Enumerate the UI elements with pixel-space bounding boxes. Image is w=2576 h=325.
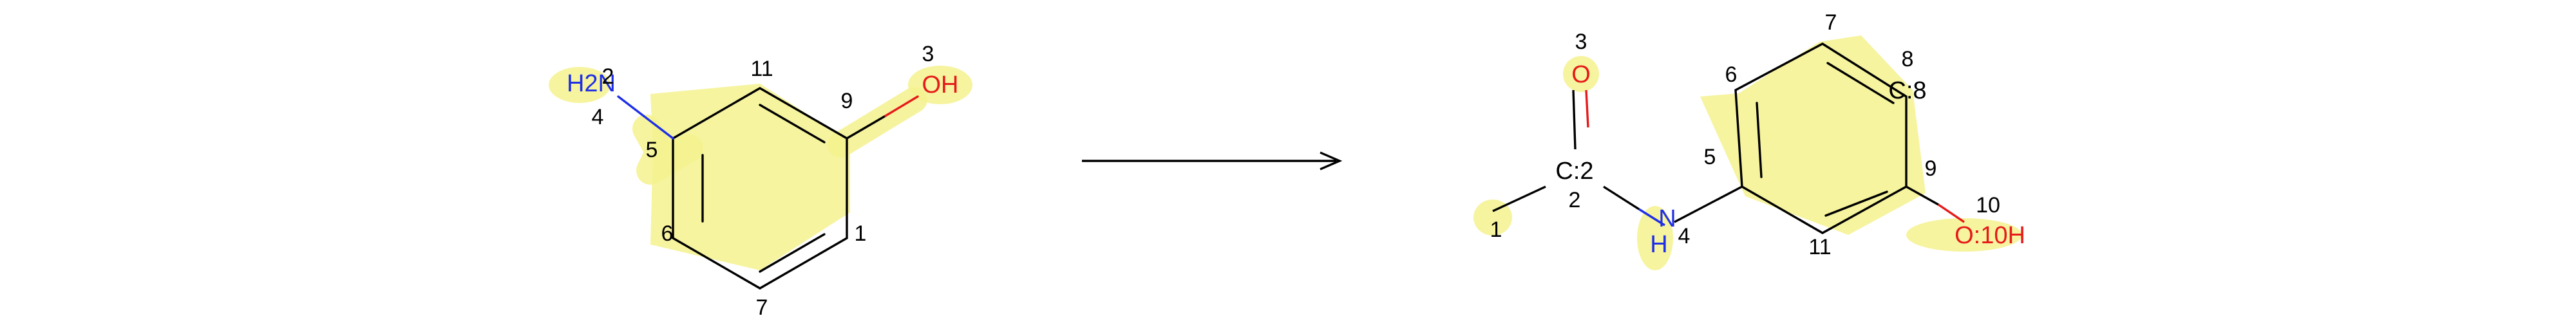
product-cn-bond-black [1603,185,1640,210]
reactant-index-c-oh: 9 [841,89,853,113]
reactant-ring-double-bond-bottom [759,233,826,273]
reaction-arrow-head [1320,151,1343,171]
product-hydroxyl-highlight [1906,218,2022,252]
product-cn-bond-blue [1638,208,1665,227]
reactant-index-c1: 1 [855,221,867,246]
product-index-c11: 11 [1808,235,1831,259]
product-molecule: O C:2 N H C:8 O:10H 3 1 2 4 5 6 7 8 9 10… [1473,10,2025,270]
reactant-index-o: 3 [922,42,934,66]
reactant-molecule: H2N OH 2 4 5 11 9 3 1 7 6 [549,42,972,320]
reactant-index-c-top: 11 [750,57,773,81]
reactant-oh-highlight [908,66,972,104]
reactant-amine-highlight [549,67,611,103]
product-ring-c8-label: C:8 [1888,77,1926,104]
reactant-index-c6: 6 [661,221,674,246]
reactant-hydroxyl-label: OH [922,71,959,98]
product-index-o3: 3 [1575,30,1587,54]
product-index-n4: 4 [1678,224,1690,248]
reactant-index-n: 4 [592,105,604,129]
reactant-highlight [549,66,972,270]
reactant-index-c7: 7 [756,295,768,320]
product-index-o10: 10 [1976,193,2000,218]
reactant-ring-highlight [650,84,850,270]
product-carbonyl-bond-left [1572,89,1577,150]
reactant-index-h2: 2 [602,64,614,89]
product-index-c5: 5 [1704,145,1716,169]
reactant-c-o-bond-red [884,95,919,117]
product-ring-highlight [1700,35,1926,235]
reaction-arrow [1082,151,1343,171]
product-index-c2: 2 [1569,188,1581,212]
product-ring-double-bond-left [1756,102,1763,178]
reactant-ring-double-bond-top [759,104,826,144]
product-ring-double-bond-top [1826,62,1895,104]
product-amide-h-label: H [1650,231,1667,258]
product-carbonyl-o-highlight [1563,56,1599,92]
product-carbonyl-o-label: O [1571,61,1591,88]
reactant-amine-label: H2N [567,70,616,97]
product-methyl-bond [1492,185,1546,212]
product-c-o-bond-black [1906,185,1939,206]
product-carbonyl-bond-right [1585,89,1589,128]
product-amide-n-highlight [1637,206,1673,270]
product-highlight [1473,35,2022,270]
product-index-c9: 9 [1925,156,1937,181]
reactant-c-o-bond-black [846,115,887,140]
reactant-index-c-n: 5 [646,138,658,162]
product-index-c6: 6 [1725,62,1738,87]
product-ring [1734,42,1908,234]
product-index-c8: 8 [1902,47,1914,71]
product-hydroxyl-label: O:10H [1955,222,2025,249]
product-carbonyl-c-label: C:2 [1555,158,1593,185]
product-c-o-bond-red [1938,203,1965,223]
product-ring-double-bond-bottom [1824,190,1888,217]
product-methyl-highlight [1473,200,1512,236]
reactant-oh-bond-highlight [828,87,927,158]
product-n-ring-bond [1674,185,1743,223]
product-amide-n-label: N [1658,205,1676,232]
reactant-c-n-bond [617,95,674,140]
reactant-amine-bond-highlight [632,115,703,185]
product-index-c7: 7 [1825,10,1837,35]
product-index-methyl: 1 [1490,218,1502,242]
